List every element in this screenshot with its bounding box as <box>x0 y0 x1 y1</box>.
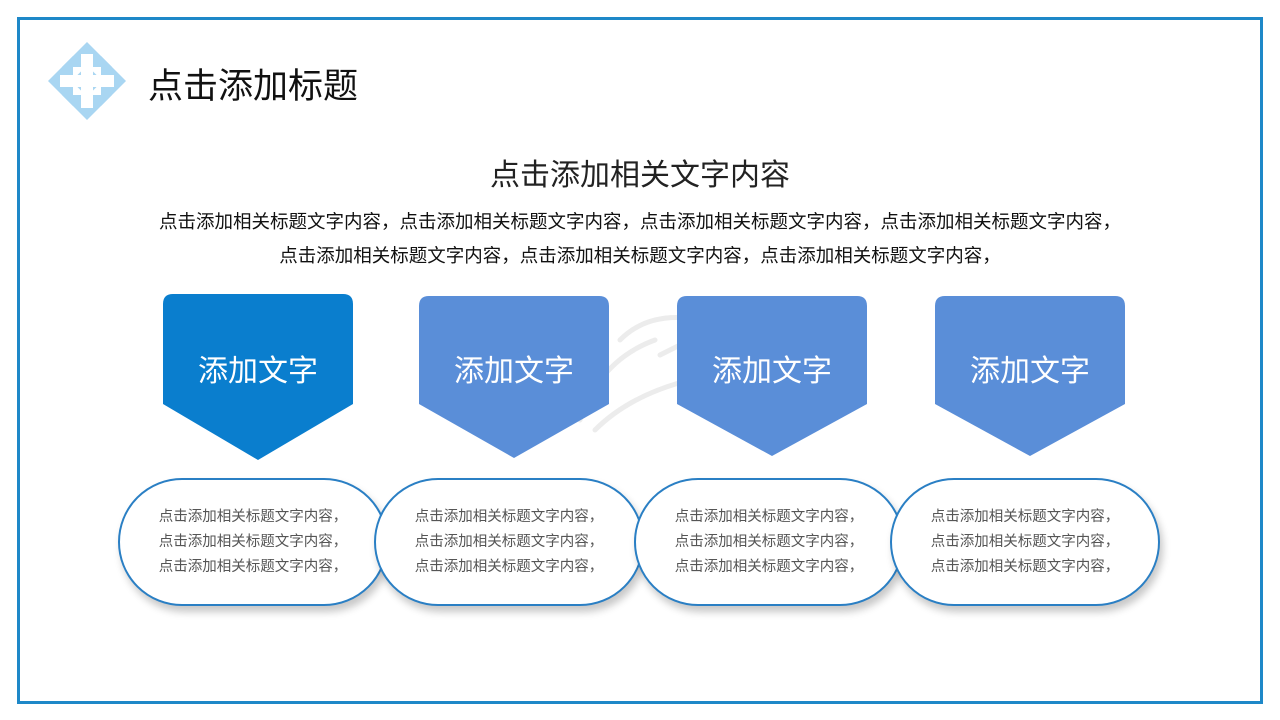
step-text-box-4: 点击添加相关标题文字内容， 点击添加相关标题文字内容， 点击添加相关标题文字内容… <box>890 478 1160 606</box>
description-line: 点击添加相关标题文字内容，点击添加相关标题文字内容，点击添加相关标题文字内容，点… <box>158 212 1121 233</box>
step-text-line: 点击添加相关标题文字内容， <box>158 558 348 575</box>
step-text-line: 点击添加相关标题文字内容， <box>930 508 1120 525</box>
step-text-line: 点击添加相关标题文字内容， <box>158 508 348 525</box>
slide-frame <box>17 17 1263 704</box>
step-arrow-label: 添加文字 <box>454 354 574 389</box>
description-line: 点击添加相关标题文字内容，点击添加相关标题文字内容，点击添加相关标题文字内容， <box>279 246 1001 267</box>
step-text-box-1: 点击添加相关标题文字内容， 点击添加相关标题文字内容， 点击添加相关标题文字内容… <box>118 478 388 606</box>
step-text-line: 点击添加相关标题文字内容， <box>930 558 1120 575</box>
step-text-line: 点击添加相关标题文字内容， <box>674 533 864 550</box>
step-arrow-label: 添加文字 <box>970 354 1090 389</box>
step-arrow-2: 添加文字 <box>419 294 609 461</box>
description-text: 点击添加相关标题文字内容，点击添加相关标题文字内容，点击添加相关标题文字内容，点… <box>100 206 1180 274</box>
step-arrow-3: 添加文字 <box>677 294 867 461</box>
diamond-cross-logo-icon <box>46 40 128 122</box>
step-text-line: 点击添加相关标题文字内容， <box>930 533 1120 550</box>
section-subtitle: 点击添加相关文字内容 <box>490 158 790 193</box>
step-text-line: 点击添加相关标题文字内容， <box>414 558 604 575</box>
step-text-box-2: 点击添加相关标题文字内容， 点击添加相关标题文字内容， 点击添加相关标题文字内容… <box>374 478 644 606</box>
step-arrow-label: 添加文字 <box>712 354 832 389</box>
step-arrow-label: 添加文字 <box>198 354 318 389</box>
step-text-line: 点击添加相关标题文字内容， <box>158 533 348 550</box>
step-text-line: 点击添加相关标题文字内容， <box>674 508 864 525</box>
step-text-box-3: 点击添加相关标题文字内容， 点击添加相关标题文字内容， 点击添加相关标题文字内容… <box>634 478 904 606</box>
step-text-line: 点击添加相关标题文字内容， <box>414 508 604 525</box>
step-arrow-4: 添加文字 <box>935 294 1125 461</box>
step-text-line: 点击添加相关标题文字内容， <box>414 533 604 550</box>
step-arrow-1: 添加文字 <box>163 294 353 461</box>
step-text-line: 点击添加相关标题文字内容， <box>674 558 864 575</box>
page-title: 点击添加标题 <box>148 67 359 107</box>
